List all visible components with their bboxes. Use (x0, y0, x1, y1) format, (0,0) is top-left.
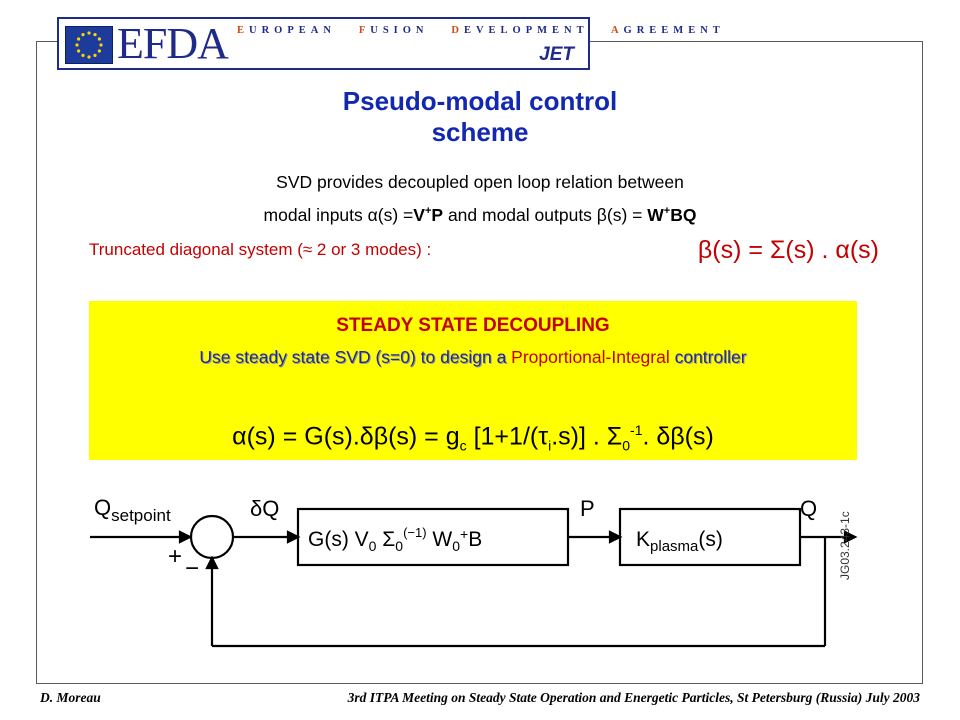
footer-meeting: 3rd ITPA Meeting on Steady State Operati… (347, 690, 920, 705)
delta-q-label: δQ (250, 496, 279, 521)
plant-block-label: Kplasma(s) (636, 528, 723, 555)
plus-sign: + (168, 543, 182, 570)
pi-controller-formula: α(s) = G(s).δβ(s) = gc [1+1/(τi.s)] . Σ0… (232, 422, 714, 454)
footer-author: D. Moreau (40, 690, 101, 705)
slide-title-line1: Pseudo-modal control (342, 86, 618, 116)
svd-line1: SVD provides decoupled open loop relatio… (276, 172, 684, 192)
agreement-word: AGREEMENT (610, 25, 725, 36)
steady-state-title: STEADY STATE DECOUPLING (336, 315, 610, 336)
q-label: Q (800, 496, 817, 521)
figure-id: JG03.243-1c (838, 511, 852, 580)
agreement-word: EUROPEAN (237, 25, 336, 36)
steady-state-box: STEADY STATE DECOUPLING Use steady state… (89, 301, 857, 460)
p-label: P (580, 496, 595, 521)
truncated-system-line: Truncated diagonal system (≈ 2 or 3 mode… (89, 236, 889, 264)
steady-state-description: Use steady state SVD (s=0) to design a P… (199, 347, 747, 367)
minus-sign: − (185, 555, 199, 582)
efda-banner: EFDA EUROPEAN FUSION DEVELOPMENT AGREEME… (57, 17, 720, 70)
agreement-text: EUROPEAN FUSION DEVELOPMENT AGREEMENT (237, 25, 725, 36)
agreement-word: FUSION (358, 25, 429, 36)
jet-logo: JET (539, 44, 574, 65)
agreement-word: DEVELOPMENT (451, 25, 589, 36)
svg-text:Qsetpoint: Qsetpoint (94, 495, 171, 525)
block-diagram: Qsetpoint + − δQ P Q G(s) V0 Σ0(−1) W0+B… (90, 495, 858, 648)
truncated-formula: β(s) = Σ(s) . α(s) (697, 236, 879, 264)
eu-flag-icon (65, 26, 113, 64)
efda-logo: EFDA (117, 19, 229, 68)
slide-title-line2: scheme (431, 117, 529, 147)
truncated-text: Truncated diagonal system (≈ 2 or 3 mode… (89, 240, 432, 259)
controller-block-label: G(s) V0 Σ0(−1) W0+B (308, 525, 482, 554)
svd-line2: modal inputs α(s) =V+P and modal outputs… (263, 205, 697, 225)
summing-junction (189, 514, 235, 560)
